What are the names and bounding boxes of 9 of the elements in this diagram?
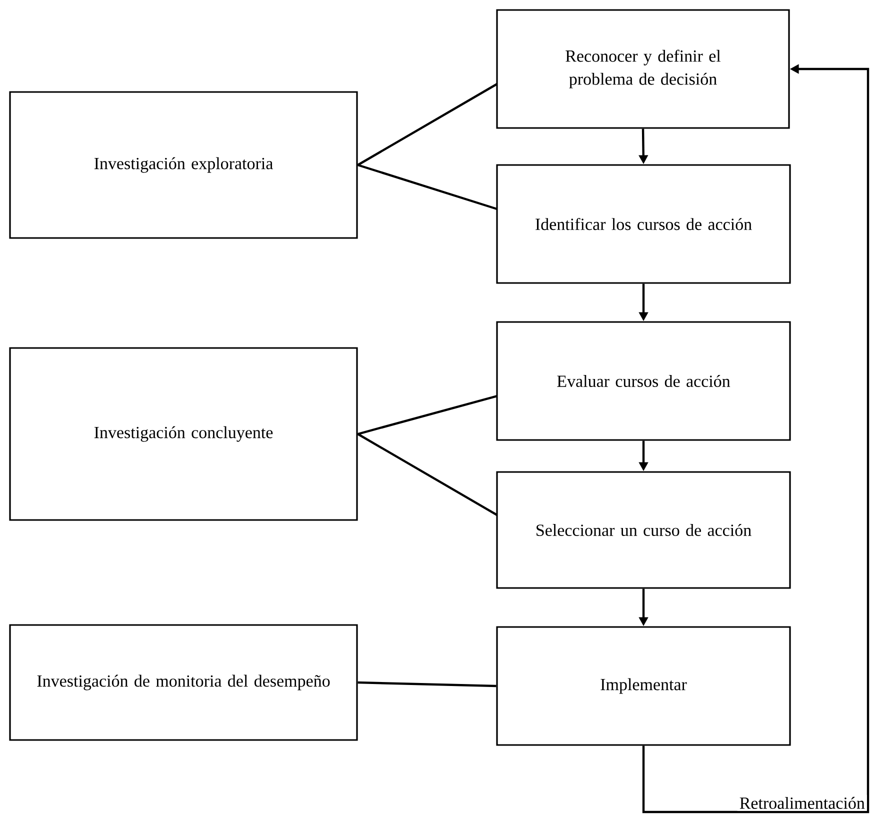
process-box: Investigación exploratoria bbox=[9, 91, 358, 239]
edge-label: Retroalimentación bbox=[740, 796, 865, 809]
process-box: Investigación concluyente bbox=[9, 347, 358, 521]
process-box: Reconocer y definir el problema de decisión bbox=[496, 9, 790, 129]
process-box: Seleccionar un curso de acción bbox=[496, 471, 791, 589]
process-box: Evaluar cursos de acción bbox=[496, 321, 791, 441]
process-box: Investigación de monitoria del desempeño bbox=[9, 624, 358, 741]
process-box: Implementar bbox=[496, 626, 791, 746]
process-box: Identificar los cursos de acción bbox=[496, 164, 791, 284]
